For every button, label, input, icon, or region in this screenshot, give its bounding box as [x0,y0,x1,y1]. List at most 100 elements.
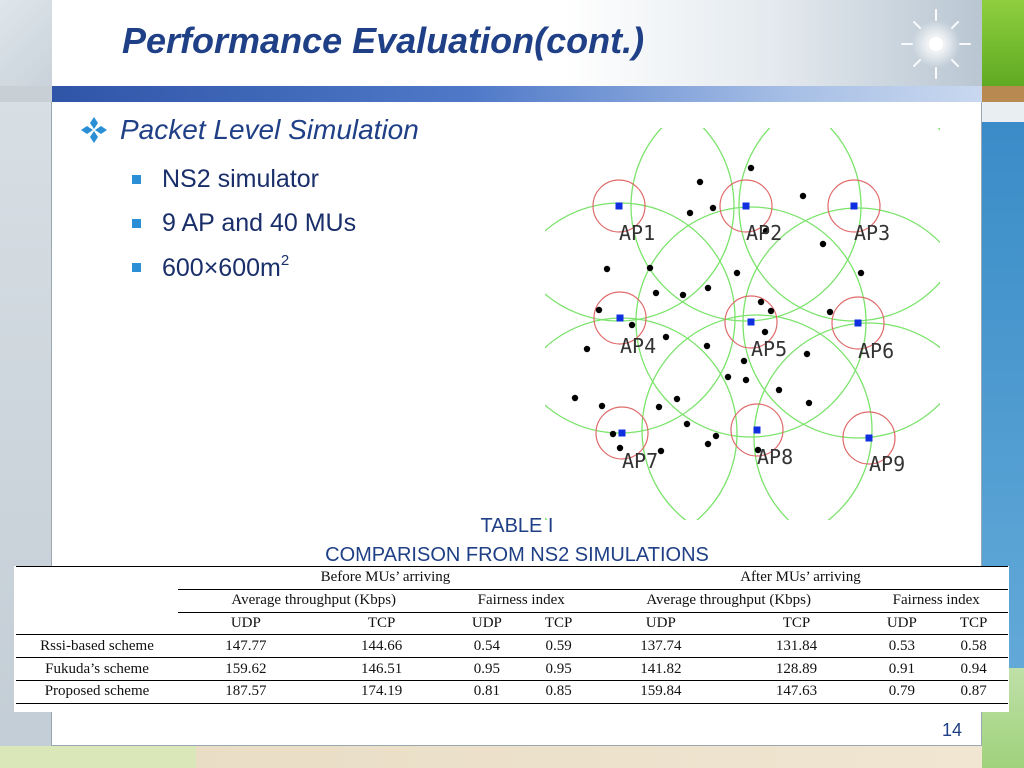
mobile-unit-dot [805,399,813,407]
bullet-ns2: NS2 simulator [132,165,319,194]
protocol-header: UDP [449,612,525,636]
slide-title: Performance Evaluation(cont.) [122,20,645,61]
table-cell: 0.59 [524,634,593,659]
table-row: Rssi-based scheme 147.77 144.66 0.54 0.5… [16,634,1008,659]
protocol-header: TCP [313,612,450,636]
row-scheme-name: Rssi-based scheme [16,634,178,659]
mobile-unit-dot [754,446,762,454]
decor-bottom-rule [52,745,982,746]
table-cell: 137.74 [592,634,729,659]
table-cell: 131.84 [728,634,865,659]
title-bar [52,0,982,86]
coverage-circle [753,322,940,520]
table-cell: 0.85 [524,680,593,704]
decor-left-rule [51,102,52,746]
decor-top-left [0,0,52,86]
bullet-level1: Packet Level Simulation [80,114,419,146]
mobile-unit-dot [686,209,694,217]
mobile-unit-dot [775,386,783,394]
ap-label: AP5 [751,337,787,361]
table-caption-title: COMPARISON FROM NS2 SIMULATIONS [325,544,709,566]
table-protocol-row: UDP TCP UDP TCP UDP TCP UDP TCP [16,612,1008,636]
coverage-circle [742,207,940,439]
table-cell: 0.91 [864,657,940,681]
decor-top-right [982,0,1024,86]
ap-label: AP2 [746,221,782,245]
coverage-circle [630,128,862,322]
coverage-circle [635,206,867,438]
table-cell: 0.54 [449,634,525,659]
mobile-unit-dot [767,307,775,315]
access-point-marker [850,202,858,210]
table-cell: 0.58 [939,634,1008,659]
mobile-unit-dot [803,350,811,358]
ap-range-circle [842,411,896,465]
mobile-unit-dot [742,376,750,384]
mobile-unit-dot [857,269,865,277]
mobile-unit-dot [583,345,591,353]
ap-range-circle [827,179,881,233]
table-subheader-row: Average throughput (Kbps) Fairness index… [16,589,1008,613]
table-cell: 187.57 [178,680,314,704]
protocol-header: TCP [728,612,865,636]
decor-band-right [982,86,1024,102]
ap-label: AP7 [622,449,658,473]
mobile-unit-dot [703,342,711,350]
subheader-throughput-after: Average throughput (Kbps) [592,589,865,613]
protocol-header: UDP [178,612,314,636]
access-point-marker [865,434,873,442]
table-cell: 174.19 [313,680,450,704]
table-corner [16,589,178,612]
mobile-unit-dot [799,192,807,200]
table-cell: 147.63 [728,680,865,704]
table-cell: 0.95 [524,657,593,681]
coverage-circle [641,314,873,520]
protocol-header: UDP [864,612,940,636]
mobile-unit-dot [628,321,636,329]
access-point-marker [616,314,624,322]
area-value: 600×600m [162,254,281,282]
mobile-unit-dot [712,432,720,440]
ap-range-circle [595,406,649,460]
decor-right-rule [981,102,982,746]
bullet-area-text: 600×600m2 [162,252,289,283]
table-cell: 0.79 [864,680,940,704]
mobile-unit-dot [704,440,712,448]
decor-bottom-band [196,746,982,768]
ap-range-circle [730,403,784,457]
decor-bottom-left [0,746,196,768]
table-cell: 0.95 [449,657,525,681]
group-header-before: Before MUs’ arriving [178,566,593,590]
table-cell: 146.51 [313,657,450,681]
mobile-unit-dot [657,447,665,455]
mobile-unit-dot [662,333,670,341]
title-underline-band [52,86,982,102]
square-bullet-icon [132,175,141,184]
mobile-unit-dot [724,373,732,381]
comparison-table-container: Before MUs’ arriving After MUs’ arriving… [14,566,1009,712]
subheader-fairness-before: Fairness index [449,589,593,613]
table-cell: 0.53 [864,634,940,659]
mobile-unit-dot [616,444,624,452]
access-point-marker [753,426,761,434]
table-cell: 0.94 [939,657,1008,681]
decor-band-left [0,86,52,102]
access-point-marker [742,202,750,210]
table-cell: 128.89 [728,657,865,681]
mobile-unit-dot [733,269,741,277]
diamond-bullet-icon [81,117,107,143]
ap-range-circle [724,295,778,349]
ap-range-circle [831,296,885,350]
mobile-unit-dot [655,403,663,411]
sparkle-icon [901,9,971,79]
mobile-unit-dot [826,308,834,316]
mobile-unit-dot [704,284,712,292]
mobile-unit-dot [747,164,755,172]
ap-label: AP6 [858,339,894,363]
ap-range-circle [592,179,646,233]
mobile-unit-dot [696,178,704,186]
mobile-unit-dot [683,420,691,428]
mobile-unit-dot [652,289,660,297]
mobile-unit-dot [595,306,603,314]
